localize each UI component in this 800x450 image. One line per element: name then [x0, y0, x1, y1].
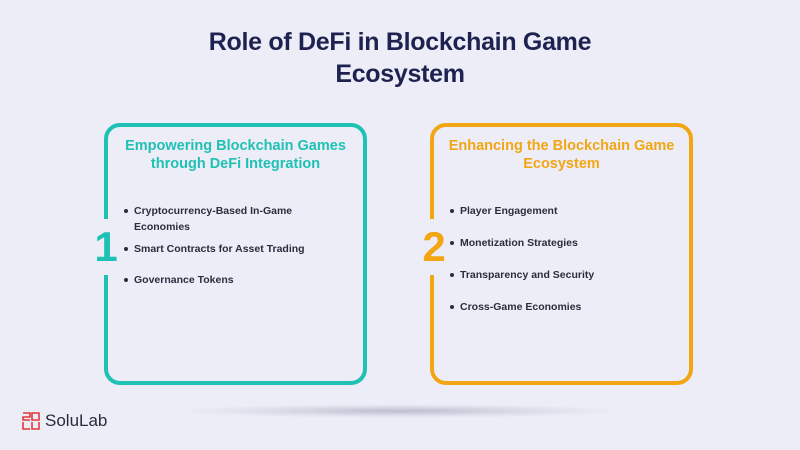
bullet-icon — [450, 241, 454, 245]
card-points-list: Player Engagement Monetization Strategie… — [450, 203, 677, 331]
card-defi-integration: Empowering Blockchain Games through DeFi… — [90, 123, 367, 385]
bullet-icon — [450, 273, 454, 277]
list-item-label: Cross-Game Economies — [460, 301, 582, 313]
list-item-label: Monetization Strategies — [460, 237, 578, 249]
list-item-label: Transparency and Security — [460, 269, 595, 281]
brand-logo: SoluLab — [22, 411, 107, 431]
list-item: Monetization Strategies — [450, 235, 677, 251]
floor-shadow — [180, 404, 620, 418]
bullet-icon — [450, 305, 454, 309]
list-item-label: Cryptocurrency-Based In-Game Economies — [134, 205, 293, 233]
list-item: Cross-Game Economies — [450, 299, 677, 315]
solulab-logo-icon — [22, 412, 40, 430]
logo-text: SoluLab — [45, 411, 108, 430]
bullet-icon — [450, 209, 454, 213]
card-points-list: Cryptocurrency-Based In-Game Economies S… — [124, 203, 351, 303]
list-item-label: Smart Contracts for Asset Trading — [134, 243, 305, 255]
bullet-icon — [124, 209, 128, 213]
card-title: Enhancing the Blockchain Game Ecosystem — [448, 138, 675, 172]
list-item: Transparency and Security — [450, 267, 677, 283]
list-item: Governance Tokens — [124, 272, 351, 288]
list-item: Smart Contracts for Asset Trading — [124, 241, 351, 257]
card-number: 2 — [418, 219, 450, 275]
card-ecosystem-enhancement: Enhancing the Blockchain Game Ecosystem … — [418, 123, 693, 385]
card-title: Empowering Blockchain Games through DeFi… — [125, 138, 346, 172]
bullet-icon — [124, 278, 128, 282]
list-item: Cryptocurrency-Based In-Game Economies — [124, 203, 351, 235]
bullet-icon — [124, 247, 128, 251]
page-title: Role of DeFi in Blockchain Game Ecosyste… — [208, 28, 592, 88]
list-item-label: Governance Tokens — [134, 274, 234, 286]
card-number: 1 — [90, 219, 122, 275]
list-item-label: Player Engagement — [460, 205, 558, 217]
list-item: Player Engagement — [450, 203, 677, 219]
